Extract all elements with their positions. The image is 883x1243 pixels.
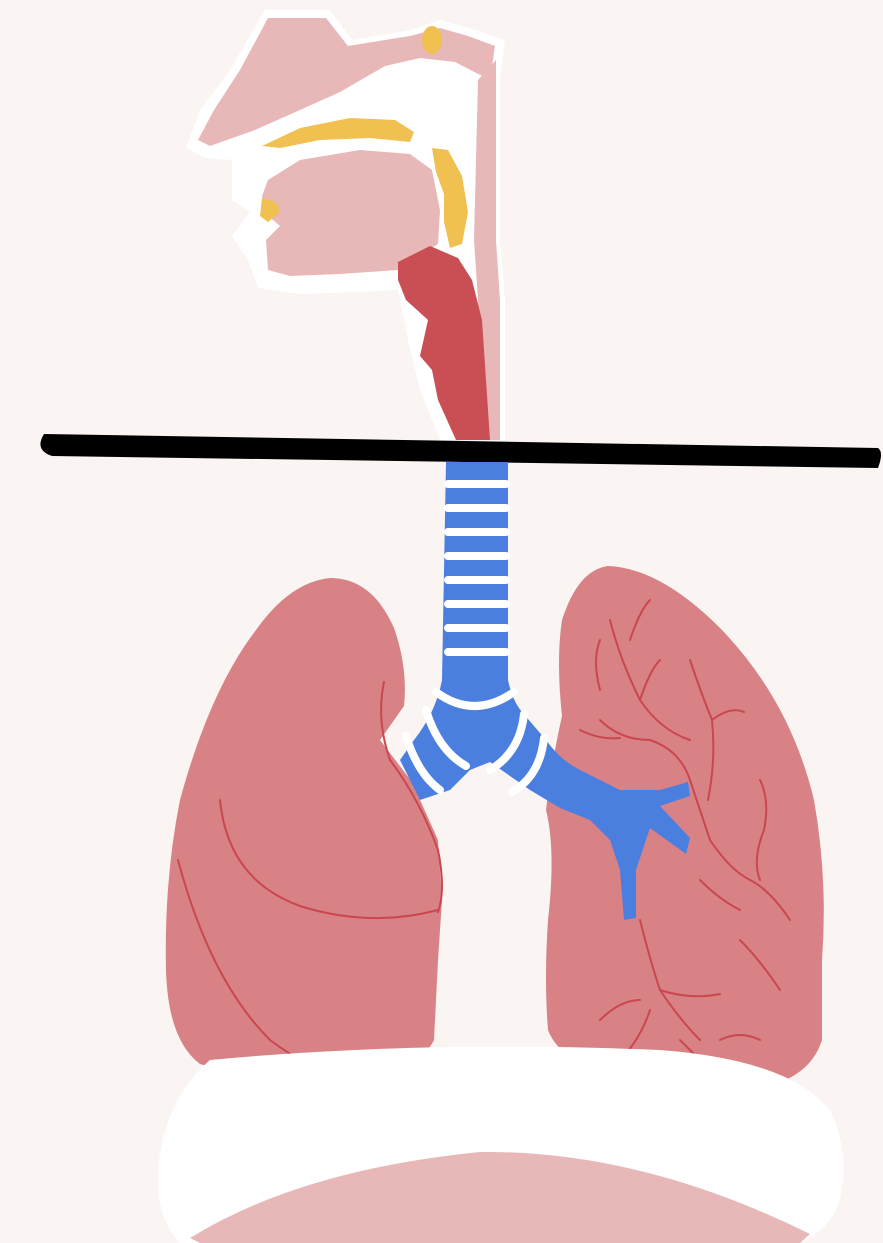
diaphragm bbox=[158, 1047, 843, 1243]
nasal-bone bbox=[422, 26, 442, 54]
